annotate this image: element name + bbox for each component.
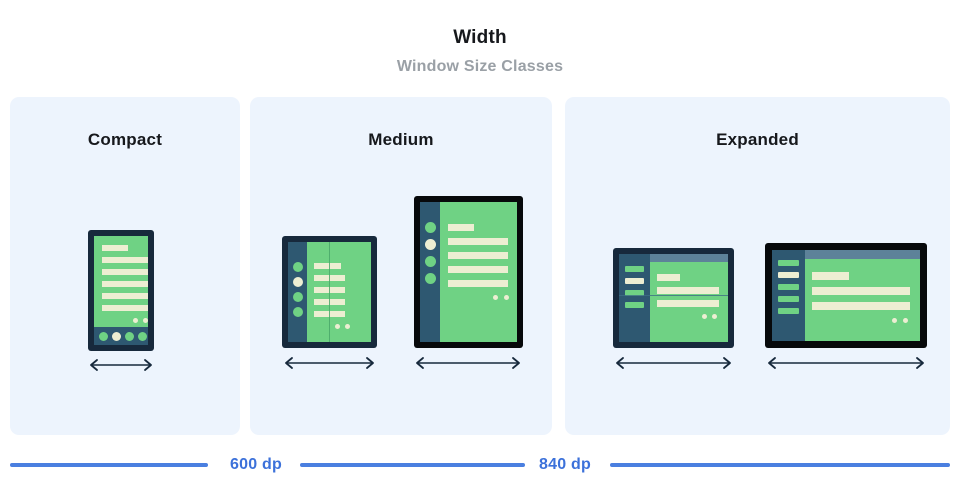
scale-rule-expanded: [610, 463, 950, 467]
content-line: [102, 245, 128, 251]
top-app-bar: [805, 250, 920, 259]
device-screen: [288, 242, 371, 342]
card-label-expanded: Expanded: [716, 130, 799, 149]
card-label-compact: Compact: [87, 130, 163, 149]
device-tablet-portrait: [414, 196, 523, 348]
rail-bar[interactable]: [778, 296, 799, 302]
device-phone-portrait: [88, 230, 154, 351]
rail-dot-active[interactable]: [425, 239, 436, 250]
content-line: [448, 238, 508, 245]
device-screen: [772, 250, 920, 341]
rail-dot[interactable]: [293, 307, 303, 317]
content-line: [448, 266, 508, 273]
content-line: [448, 224, 474, 231]
card-expanded[interactable]: Expanded: [565, 97, 950, 435]
scale-rule-compact: [10, 463, 208, 467]
device-stage-compact: [10, 97, 240, 435]
rail-dot[interactable]: [293, 292, 303, 302]
page-title: Width: [453, 27, 507, 48]
mini-dot: [903, 318, 908, 323]
mini-dot: [892, 318, 897, 323]
mini-dot: [143, 318, 148, 323]
content-line: [102, 269, 148, 275]
content-line: [102, 293, 148, 299]
mini-dot: [335, 324, 340, 329]
scale-rule-medium: [300, 463, 525, 467]
navigation-rail: [772, 250, 805, 341]
device-tablet-landscape: [765, 243, 927, 348]
mini-dot: [345, 324, 350, 329]
rail-dot[interactable]: [425, 256, 436, 267]
rail-dot[interactable]: [293, 262, 303, 272]
content-line: [812, 272, 849, 280]
width-arrow-tablet-portrait: [412, 355, 524, 371]
content-line: [657, 300, 719, 307]
content-line: [657, 287, 719, 294]
content-line: [812, 287, 910, 295]
breakpoint-label-840dp: 840 dp: [539, 456, 591, 473]
width-arrow-tablet-landscape: [764, 355, 928, 371]
fold-line: [329, 242, 330, 342]
device-stage-expanded: [565, 97, 950, 435]
card-medium[interactable]: Medium: [250, 97, 552, 435]
rail-bar[interactable]: [625, 302, 644, 308]
content-line: [448, 252, 508, 259]
bottom-nav-bar: [94, 327, 148, 345]
header: Width Window Size Classes: [0, 0, 960, 77]
navigation-rail: [420, 202, 440, 342]
mini-dot: [504, 295, 509, 300]
width-arrow-phone: [86, 357, 156, 373]
device-foldable-unfolded-portrait: [282, 236, 377, 348]
device-foldable-landscape: [613, 248, 734, 348]
mini-dot: [712, 314, 717, 319]
content-line: [102, 305, 148, 311]
mini-dot: [493, 295, 498, 300]
card-label-medium: Medium: [368, 130, 434, 149]
content-line: [657, 274, 680, 281]
content-line: [102, 257, 148, 263]
rail-bar[interactable]: [625, 266, 644, 272]
content-line: [314, 263, 341, 269]
rail-bar[interactable]: [778, 284, 799, 290]
size-class-cards: Compact: [10, 97, 950, 435]
breakpoint-label-600dp: 600 dp: [230, 456, 282, 473]
mini-dot: [133, 318, 138, 323]
nav-dot-active[interactable]: [112, 332, 121, 341]
top-app-bar: [650, 254, 728, 262]
content-line: [812, 302, 910, 310]
rail-dot[interactable]: [425, 273, 436, 284]
device-stage-medium: [250, 97, 552, 435]
device-screen: [94, 236, 148, 345]
rail-bar[interactable]: [625, 290, 644, 296]
width-arrow-foldable-landscape: [612, 355, 735, 371]
rail-dot-active[interactable]: [293, 277, 303, 287]
card-compact[interactable]: Compact: [10, 97, 240, 435]
nav-dot[interactable]: [138, 332, 147, 341]
nav-dot[interactable]: [99, 332, 108, 341]
breakpoint-scale: 600 dp 840 dp: [0, 454, 960, 490]
rail-dot[interactable]: [425, 222, 436, 233]
navigation-rail: [619, 254, 650, 342]
mini-dot: [702, 314, 707, 319]
rail-bar-active[interactable]: [778, 272, 799, 278]
rail-bar[interactable]: [778, 260, 799, 266]
device-screen: [420, 202, 517, 342]
nav-dot[interactable]: [125, 332, 134, 341]
device-screen: [619, 254, 728, 342]
fold-line: [619, 295, 728, 296]
rail-bar-active[interactable]: [625, 278, 644, 284]
page-subtitle: Window Size Classes: [396, 58, 564, 75]
width-arrow-foldable-portrait: [281, 355, 378, 371]
navigation-rail: [288, 242, 307, 342]
content-line: [448, 280, 508, 287]
rail-bar[interactable]: [778, 308, 799, 314]
content-line: [102, 281, 148, 287]
